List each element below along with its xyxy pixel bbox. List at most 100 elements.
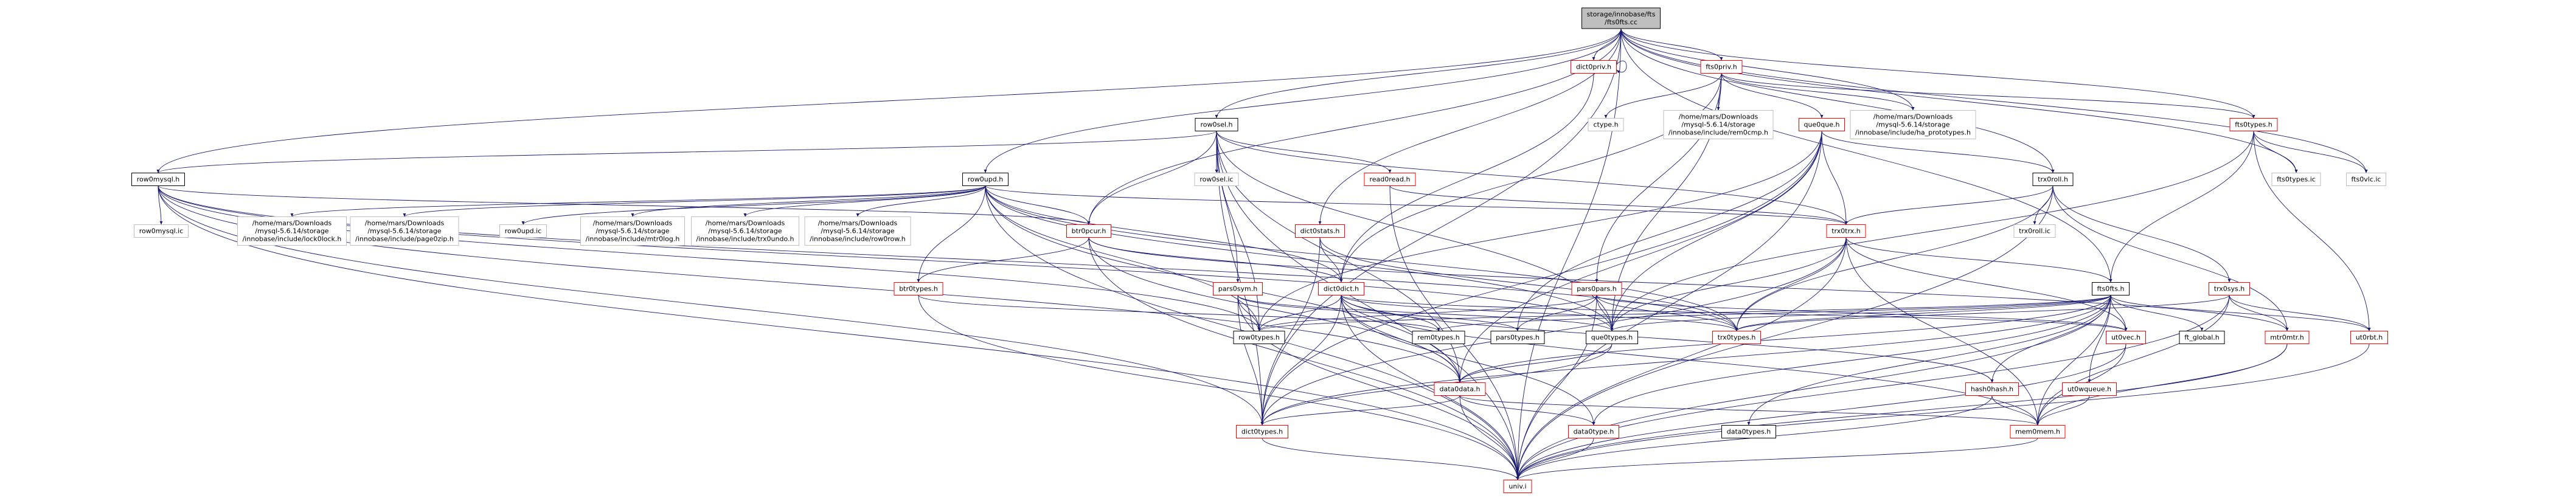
edge-trx0roll-to-trx0trx	[1844, 185, 2054, 225]
node-fts0vlc_ic[interactable]: fts0vlc.ic	[2346, 173, 2386, 186]
node-fts0types_ic[interactable]: fts0types.ic	[2271, 173, 2321, 186]
node-btr0types[interactable]: btr0types.h	[894, 282, 943, 295]
edge-row0upd-to-trx0undo	[743, 185, 986, 217]
edge-dict0dict-to-data0data	[1341, 295, 1462, 383]
edge-row0upd-to-row0types	[985, 185, 1261, 331]
node-label: /mysql-5.6.14/storage	[821, 227, 894, 235]
node-box	[1799, 118, 1845, 131]
edge-row0upd-to-trx0trx	[985, 185, 1848, 225]
node-label: mtr0mtr.h	[2270, 334, 2304, 342]
edge-que0types-to-data0data	[1458, 344, 1613, 383]
node-label: /innobase/include/trx0undo.h	[696, 235, 794, 243]
edge-que0que-to-data0data	[1458, 131, 1822, 383]
node-row0upd[interactable]: row0upd.h	[962, 173, 1009, 186]
node-row0mysql_ic[interactable]: row0mysql.ic	[134, 224, 189, 238]
edge-row0sel-to-row0mysql	[156, 131, 1217, 173]
node-box	[1066, 224, 1111, 238]
edge-root-to-dict0types	[1260, 28, 1622, 426]
node-read0read[interactable]: read0read.h	[1364, 173, 1416, 186]
edge-trx0trx-to-fts0fts	[1845, 237, 2113, 283]
node-root[interactable]: storage/innobase/fts/fts0fts.cc	[1581, 7, 1661, 29]
node-pars0sym[interactable]: pars0sym.h	[1213, 282, 1263, 295]
node-trx0trx[interactable]: trx0trx.h	[1826, 224, 1866, 238]
edge-trx0trx-to-ut0vec	[1845, 237, 2128, 331]
node-label: /innobase/include/row0row.h	[810, 235, 905, 243]
edge-dict0stats-to-dict0types	[1260, 237, 1321, 426]
node-fts0fts[interactable]: fts0fts.h	[2092, 282, 2130, 295]
node-box	[2346, 173, 2386, 186]
node-row0sel_ic[interactable]: row0sel.ic	[1194, 173, 1239, 186]
node-row0row[interactable]: /home/mars/Downloads/mysql-5.6.14/storag…	[804, 216, 911, 246]
edge-dict0dict-to-dict0types	[1260, 295, 1342, 426]
node-ut0vec[interactable]: ut0vec.h	[2106, 331, 2146, 344]
edge-fts0fts-to-ut0rbt	[2110, 295, 2371, 331]
node-trx0roll_ic[interactable]: trx0roll.ic	[2013, 224, 2056, 238]
node-trx0roll[interactable]: trx0roll.h	[2032, 173, 2074, 186]
edge-row0mysql-to-row0types	[158, 185, 1261, 331]
node-rem0cmp[interactable]: /home/mars/Downloads/mysql-5.6.14/storag…	[1663, 110, 1774, 139]
node-page0zip[interactable]: /home/mars/Downloads/mysql-5.6.14/storag…	[350, 216, 459, 246]
edge-trx0trx-to-mem0mem	[1845, 237, 2040, 426]
node-btr0pcur[interactable]: btr0pcur.h	[1066, 224, 1111, 238]
node-que0types[interactable]: que0types.h	[1586, 331, 1638, 344]
node-trx0undo[interactable]: /home/mars/Downloads/mysql-5.6.14/storag…	[691, 216, 799, 246]
node-label: fts0priv.h	[1706, 63, 1737, 71]
node-box	[2179, 331, 2225, 344]
node-row0types[interactable]: row0types.h	[1233, 331, 1285, 344]
node-que0que[interactable]: que0que.h	[1799, 118, 1845, 131]
node-label: pars0pars.h	[1577, 285, 1616, 293]
node-pars0pars[interactable]: pars0pars.h	[1571, 282, 1622, 295]
node-label: read0read.h	[1369, 176, 1410, 184]
node-ft_global[interactable]: ft_global.h	[2179, 331, 2225, 344]
node-row0upd_ic[interactable]: row0upd.ic	[499, 224, 547, 238]
node-box	[1490, 331, 1545, 344]
node-label: /home/mars/Downloads	[593, 219, 673, 227]
node-lock0lock[interactable]: /home/mars/Downloads/mysql-5.6.14/storag…	[237, 216, 347, 246]
edge-btr0types-to-univ	[918, 295, 1519, 480]
node-fts0priv[interactable]: fts0priv.h	[1700, 60, 1743, 74]
node-box	[1318, 282, 1364, 295]
edge-que0que-to-trx0roll	[1821, 131, 2055, 173]
node-ut0wqueue[interactable]: ut0wqueue.h	[2062, 382, 2117, 396]
node-box	[2106, 331, 2146, 344]
node-box	[962, 173, 1009, 186]
node-ctype[interactable]: ctype.h	[1588, 118, 1624, 131]
node-box	[1194, 173, 1239, 186]
node-row0sel[interactable]: row0sel.h	[1195, 118, 1238, 131]
node-label: storage/innobase/fts	[1587, 10, 1656, 18]
node-row0mysql[interactable]: row0mysql.h	[131, 173, 185, 186]
node-dict0stats[interactable]: dict0stats.h	[1295, 224, 1345, 238]
node-dict0priv[interactable]: dict0priv.h	[1571, 60, 1617, 74]
node-rem0types[interactable]: rem0types.h	[1412, 331, 1465, 344]
node-dict0dict[interactable]: dict0dict.h	[1318, 282, 1364, 295]
node-box	[1712, 331, 1761, 344]
node-ha_prototypes[interactable]: /home/mars/Downloads/mysql-5.6.14/storag…	[1850, 110, 1976, 139]
node-dict0types[interactable]: dict0types.h	[1236, 425, 1288, 438]
edge-dict0types-to-univ	[1262, 438, 1519, 480]
node-mtr0log[interactable]: /home/mars/Downloads/mysql-5.6.14/storag…	[580, 216, 685, 246]
edge-pars0sym-to-univ	[1237, 295, 1519, 480]
edge-ut0rbt-to-univ	[1516, 344, 2370, 480]
node-label: que0que.h	[1804, 121, 1840, 129]
node-data0type[interactable]: data0type.h	[1568, 425, 1619, 438]
node-ut0rbt[interactable]: ut0rbt.h	[2350, 331, 2388, 344]
node-fts0types[interactable]: fts0types.h	[2229, 118, 2278, 131]
node-trx0sys[interactable]: trx0sys.h	[2209, 282, 2250, 295]
node-label: /mysql-5.6.14/storage	[1876, 121, 1949, 129]
node-mem0mem[interactable]: mem0mem.h	[2010, 425, 2066, 438]
node-mtr0mtr[interactable]: mtr0mtr.h	[2265, 331, 2310, 344]
edge-fts0fts-to-trx0types	[1735, 295, 2111, 331]
node-hash0hash[interactable]: hash0hash.h	[1965, 382, 2019, 396]
edge-dict0dict-to-trx0types	[1341, 295, 1738, 331]
node-pars0types[interactable]: pars0types.h	[1490, 331, 1545, 344]
node-box	[1663, 110, 1774, 139]
node-trx0types[interactable]: trx0types.h	[1712, 331, 1761, 344]
edge-trx0trx-to-trx0types	[1735, 237, 1847, 331]
node-data0data[interactable]: data0data.h	[1434, 382, 1486, 396]
node-label: dict0dict.h	[1324, 285, 1359, 293]
node-box	[1571, 282, 1622, 295]
node-label: dict0types.h	[1241, 428, 1283, 436]
node-data0types[interactable]: data0types.h	[1721, 425, 1776, 438]
edge-trx0sys-to-trx0types	[1735, 295, 2230, 331]
node-univ[interactable]: univ.i	[1503, 480, 1532, 493]
